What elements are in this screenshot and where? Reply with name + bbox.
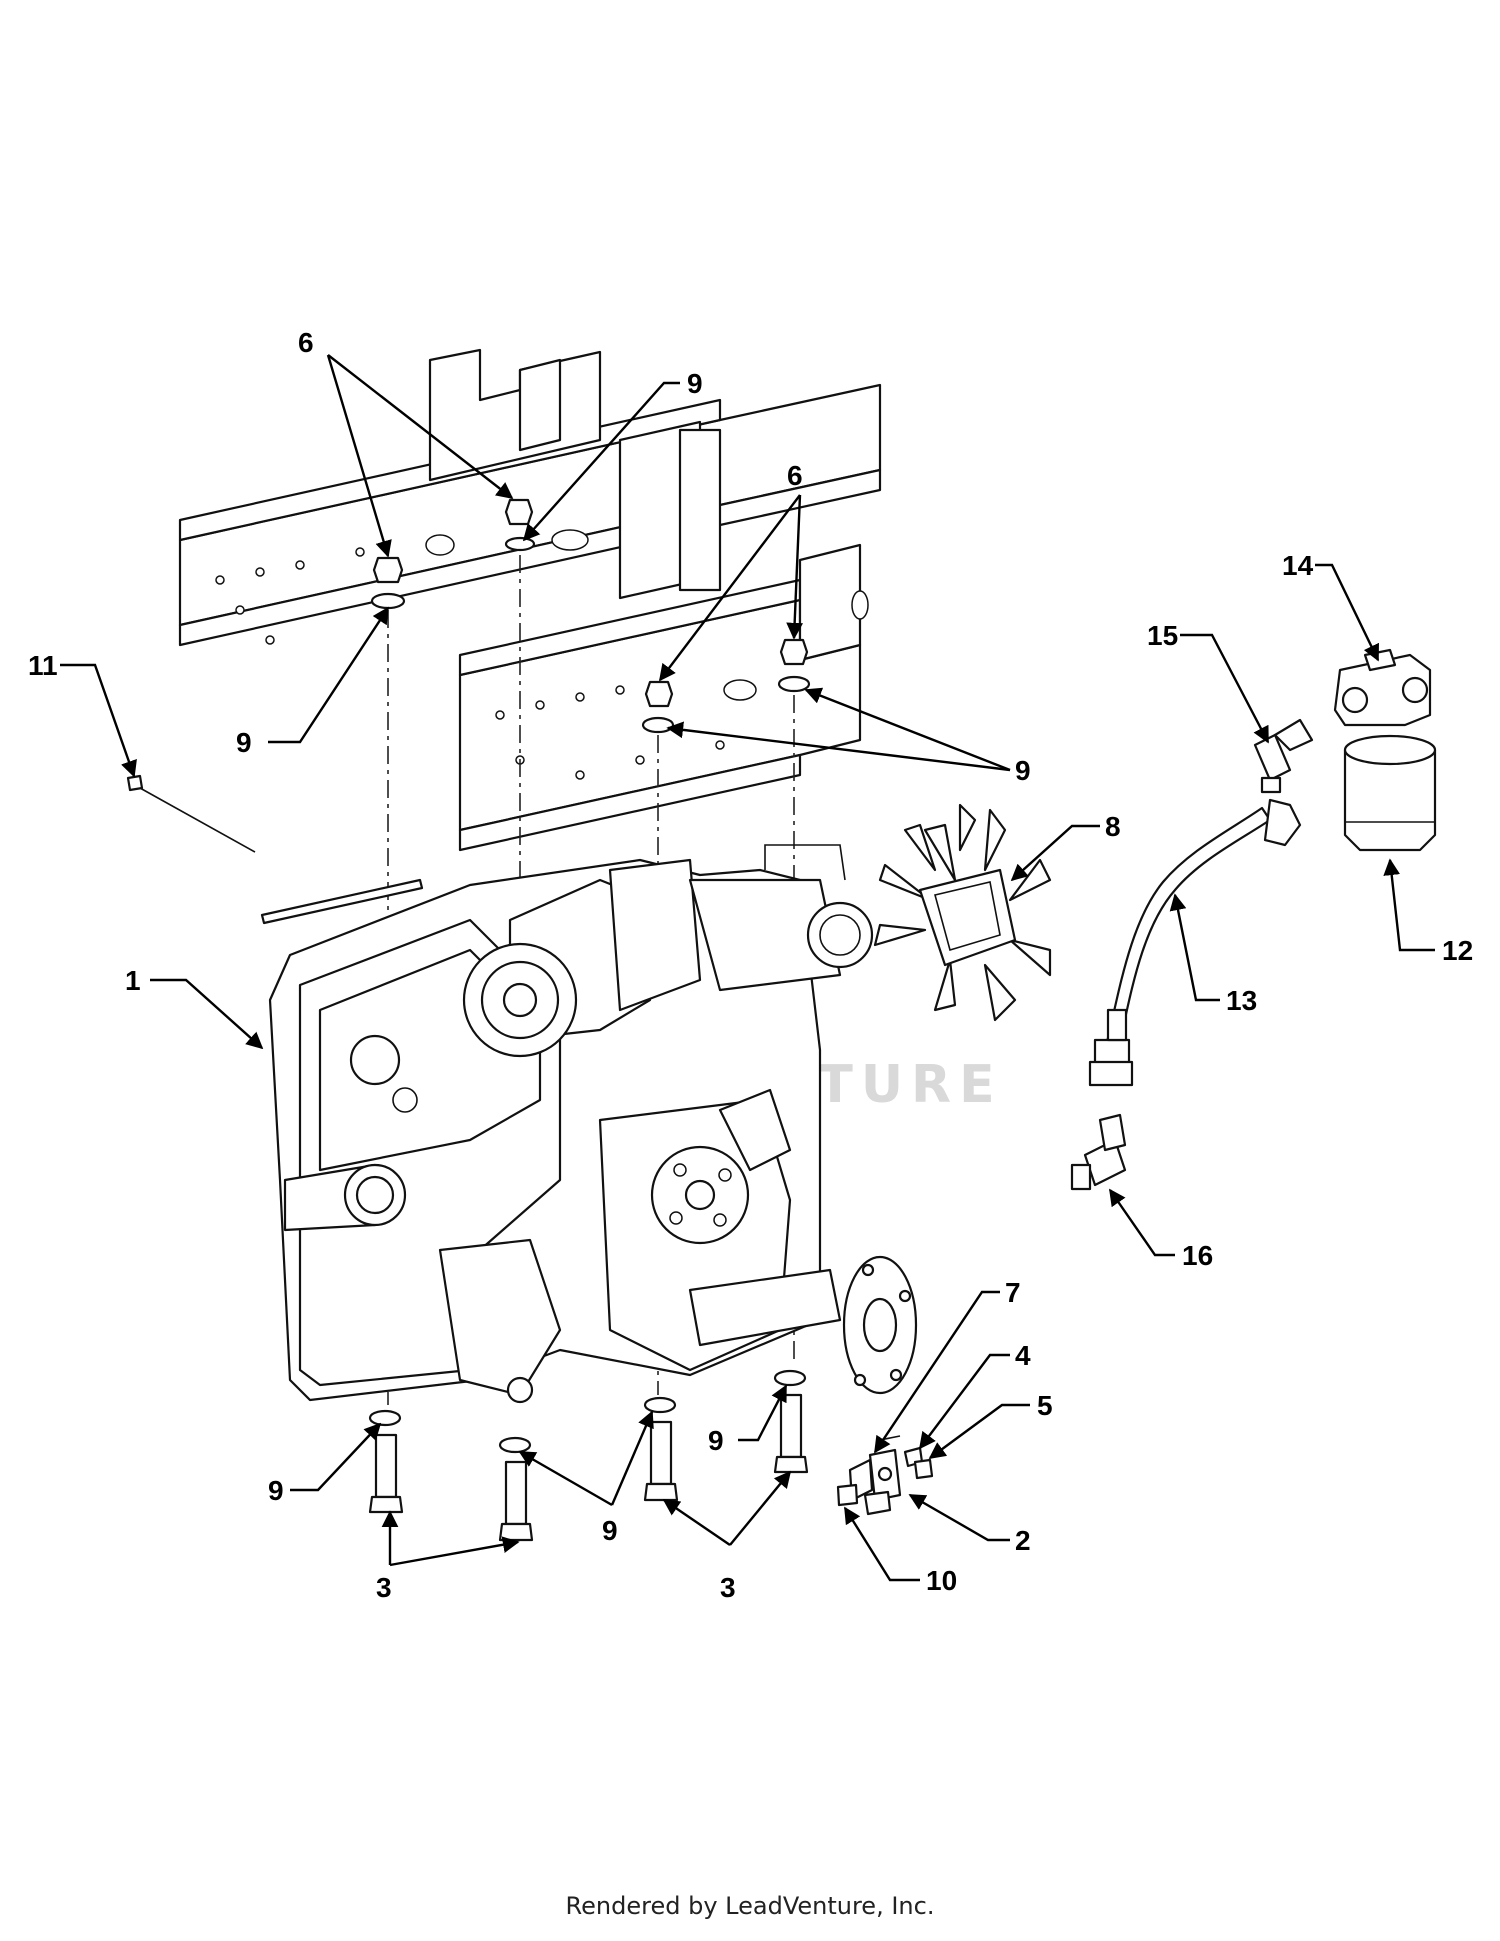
leader-lines — [60, 354, 1435, 1582]
bolts-3 — [368, 1393, 809, 1542]
callout-3: 3 — [720, 1572, 736, 1603]
callout-12: 12 — [1442, 935, 1473, 966]
callout-6: 6 — [787, 460, 803, 491]
linkage-hardware — [836, 1435, 934, 1516]
callout-labels: 1 2 3 3 4 5 6 6 7 8 9 9 9 9 9 9 10 11 12… — [28, 327, 1473, 1603]
cable-tie-11 — [126, 774, 256, 853]
callout-9: 9 — [602, 1515, 618, 1546]
fan — [873, 803, 1052, 1022]
callout-14: 14 — [1282, 550, 1314, 581]
elbow-fitting-16 — [1070, 1113, 1127, 1191]
callout-15: 15 — [1147, 620, 1178, 651]
washers — [368, 536, 811, 1454]
callout-10: 10 — [926, 1565, 957, 1596]
frame-assembly — [178, 348, 882, 852]
nut-6-center — [504, 498, 534, 526]
callout-13: 13 — [1226, 985, 1257, 1016]
callout-9: 9 — [268, 1475, 284, 1506]
oil-filter-12 — [1343, 734, 1437, 852]
callout-9: 9 — [236, 727, 252, 758]
callout-7: 7 — [1005, 1277, 1021, 1308]
callout-1: 1 — [125, 965, 141, 996]
transmission-assembly — [260, 844, 918, 1404]
callout-9: 9 — [708, 1425, 724, 1456]
callout-5: 5 — [1037, 1390, 1053, 1421]
nut-6-right — [779, 638, 809, 666]
oil-hose — [1088, 798, 1302, 1087]
callout-11: 11 — [28, 650, 58, 681]
frame-holes — [215, 529, 869, 780]
callout-4: 4 — [1015, 1340, 1031, 1371]
callout-2: 2 — [1015, 1525, 1031, 1556]
callout-8: 8 — [1105, 811, 1121, 842]
elbow-fitting-15 — [1253, 718, 1314, 794]
callout-3: 3 — [376, 1572, 392, 1603]
callout-6: 6 — [298, 327, 314, 358]
callout-16: 16 — [1182, 1240, 1213, 1271]
nut-6-front — [644, 680, 674, 708]
nut-6-left — [372, 556, 404, 584]
filter-head-14 — [1333, 648, 1432, 727]
footer-credit: Rendered by LeadVenture, Inc. — [565, 1892, 935, 1920]
callout-9: 9 — [687, 368, 703, 399]
callout-9: 9 — [1015, 755, 1031, 786]
